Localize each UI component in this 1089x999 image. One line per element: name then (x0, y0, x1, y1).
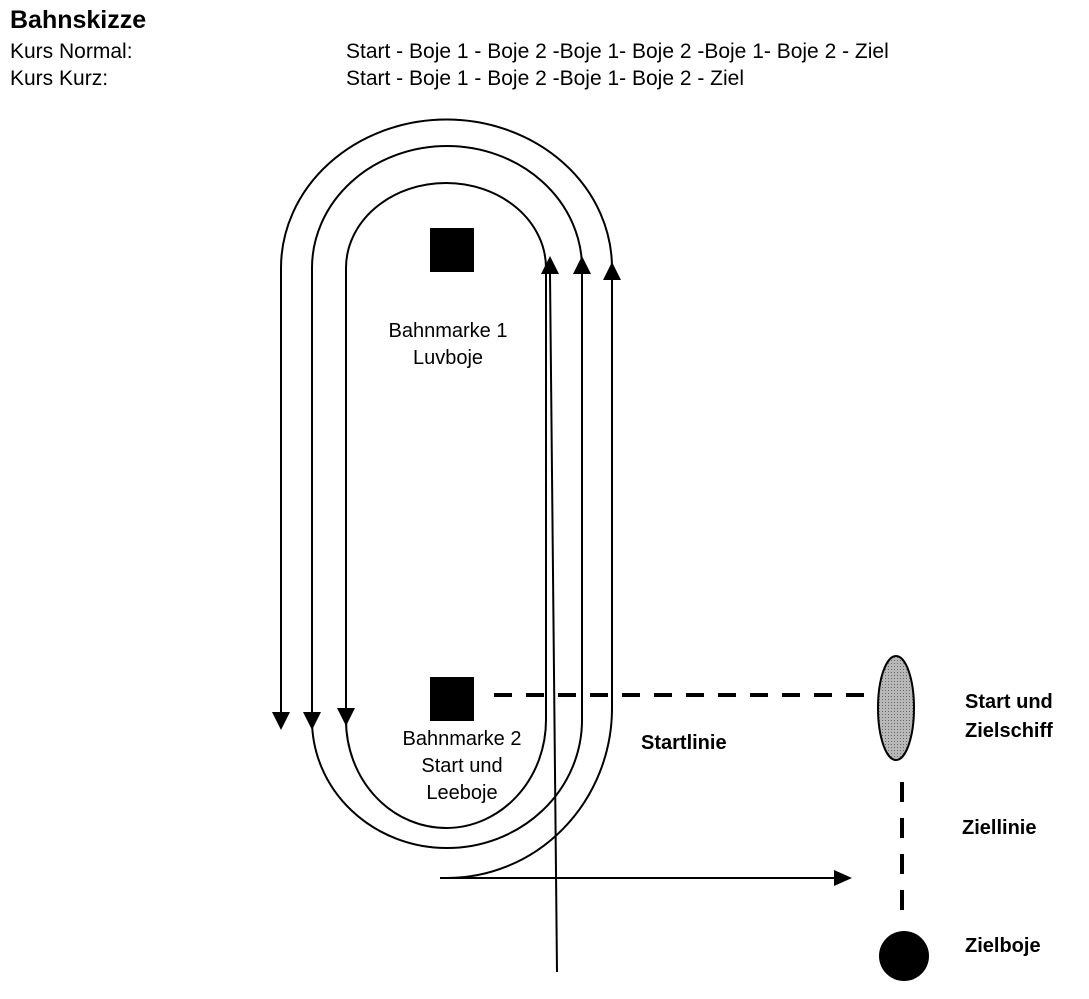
arrow-up-inner-icon (541, 256, 559, 274)
mark-1-buoy-icon (430, 228, 474, 272)
mark-2-label-line1: Bahnmarke 2 (403, 728, 522, 750)
inner-lap-path (345, 182, 547, 830)
arrow-down-inner-icon (337, 708, 355, 726)
mark-1-label-line2: Luvboje (413, 347, 483, 369)
course-normal-route: Start - Boje 1 - Boje 2 -Boje 1- Boje 2 … (346, 40, 889, 63)
arrow-up-outer-icon (603, 262, 621, 280)
committee-boat-label-line1: Start und (965, 691, 1053, 713)
committee-boat-label-line2: Zielschiff (965, 720, 1053, 742)
course-normal-label: Kurs Normal: (10, 40, 133, 63)
finish-buoy-label: Zielboje (965, 935, 1041, 957)
middle-lap-path (311, 145, 583, 850)
arrow-up-middle-icon (573, 256, 591, 274)
mark-2-label-line2: Start und (421, 755, 502, 777)
start-line-label: Startlinie (641, 732, 727, 754)
course-short-label: Kurs Kurz: (10, 67, 109, 90)
finish-buoy-icon (879, 931, 929, 981)
arrow-down-middle-icon (303, 712, 321, 730)
mark-1-label-line1: Bahnmarke 1 (389, 320, 508, 342)
course-short-route: Start - Boje 1 - Boje 2 -Boje 1- Boje 2 … (346, 67, 745, 90)
mark-2-buoy-icon (430, 677, 474, 721)
arrow-finish-icon (834, 870, 852, 886)
finish-line-label: Ziellinie (962, 817, 1036, 839)
arrow-down-outer-icon (272, 712, 290, 730)
start-approach-line (549, 273, 558, 973)
page-title: Bahnskizze (10, 6, 147, 34)
committee-boat-icon (877, 655, 915, 761)
mark-2-label-line3: Leeboje (426, 782, 497, 804)
